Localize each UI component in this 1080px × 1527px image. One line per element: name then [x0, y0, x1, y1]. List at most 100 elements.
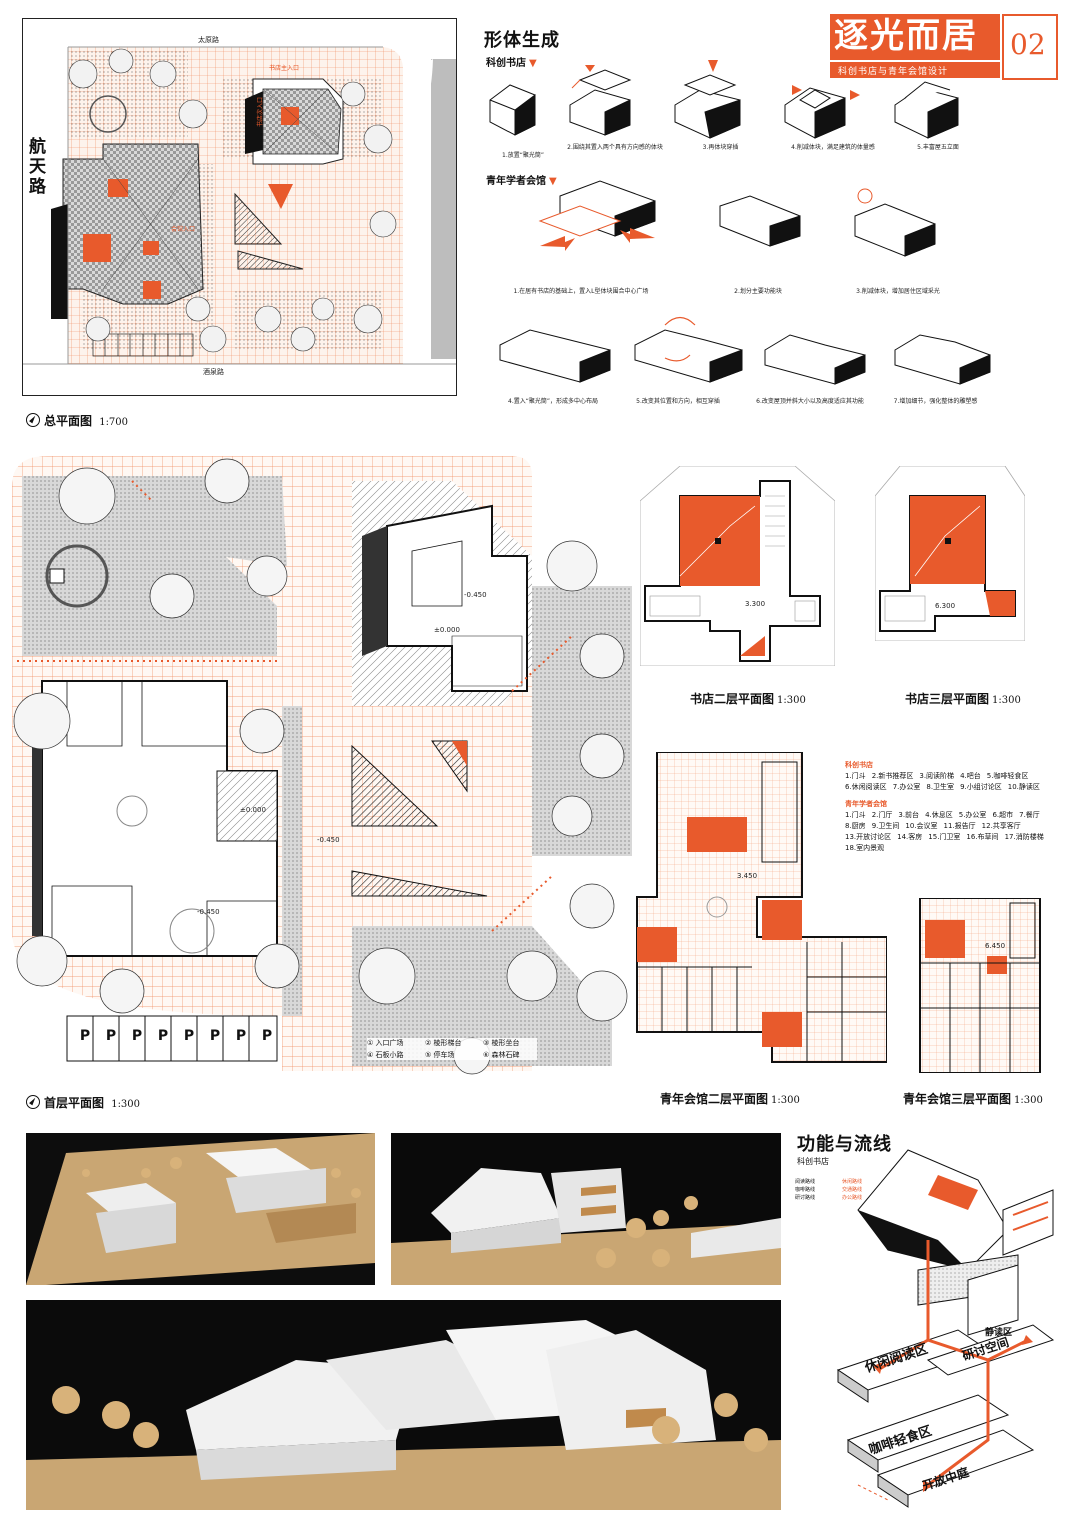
bookstore-form-label: 科创书店▼ — [486, 54, 537, 69]
flow-legend: 阅读路线 休闲路线 咖啡路线 交通路线 研讨路线 办公路线 — [795, 1178, 885, 1202]
gf-level-3: -0.450 — [317, 836, 340, 844]
legend-item: ⑥ 森林石碑 — [483, 1051, 520, 1059]
hall-step-5: 5.改变其位置和方向，相互穿插 — [636, 398, 720, 405]
bookstore-form-label-text: 科创书店 — [486, 58, 526, 69]
bookstore-step-2: 2.围绕其置入两个具有方向感的体块 — [567, 144, 663, 151]
function-flow-subtitle: 科创书店 — [797, 1157, 829, 1166]
legend-room: 9.卫生间 — [871, 822, 900, 830]
room-legend: 科创书店 1.门斗 2.新书推荐区 3.阅读阶梯 4.吧台 5.咖啡轻食区 6.… — [845, 760, 1055, 854]
parking-labels: P P P P P P P P — [72, 1028, 282, 1044]
hall-2f-caption-text: 青年会馆二层平面图 — [660, 1092, 769, 1106]
function-flow-axonometric — [836, 1149, 1055, 1508]
flow-legend-item: 咖啡路线 — [795, 1187, 816, 1193]
hall-legend-title: 青年学者会馆 — [845, 800, 887, 808]
parking-label: P — [183, 1028, 195, 1044]
road-bottom-label: 酒泉路 — [203, 368, 224, 376]
parking-label: P — [157, 1028, 169, 1044]
site-plan-scale: 1:700 — [99, 417, 129, 428]
page-number-box — [1002, 14, 1058, 80]
legend-item: ④ 石板小路 — [367, 1051, 404, 1059]
hall-form-diagrams-row2 — [499, 316, 991, 385]
site-plan-caption: 总平面图 1:700 — [26, 412, 128, 429]
site-plan-drawing — [23, 19, 456, 395]
legend-room: 13.开放讨论区 — [845, 833, 892, 841]
ground-floor-plan-panel: -0.450 ±0.000 -0.450 ±0.000 -0.450 P P P… — [12, 456, 632, 1081]
parking-label: P — [235, 1028, 247, 1044]
ground-floor-caption-text: 首层平面图 — [44, 1096, 105, 1110]
legend-room: 8.卫生室 — [926, 783, 955, 791]
bookstore-3f-scale: 1:300 — [992, 695, 1021, 706]
flow-legend-item: 休闲路线 — [842, 1179, 863, 1185]
model-photo-3-image — [26, 1300, 781, 1510]
legend-room: 10.静读区 — [1007, 783, 1040, 791]
legend-item: ⑤ 停车场 — [425, 1051, 455, 1059]
legend-room: 4.休息区 — [925, 811, 953, 819]
legend-room: 17.消防楼梯 — [1004, 833, 1044, 841]
page-number: 02 — [1010, 28, 1046, 61]
gf-level-5: -0.450 — [197, 908, 220, 916]
model-photo-1-image — [26, 1133, 375, 1285]
hall-entry-label: 会馆入口 — [171, 226, 196, 233]
hall-third-floor-plan — [919, 898, 1041, 1073]
north-arrow-icon — [26, 1095, 40, 1109]
legend-room: 14.客房 — [897, 833, 923, 841]
north-arrow-icon — [26, 413, 40, 427]
legend-room: 3.阅读阶梯 — [919, 772, 955, 780]
legend-room: 4.吧台 — [960, 772, 981, 780]
model-photo-2-image — [391, 1133, 781, 1285]
model-photo-1 — [26, 1133, 375, 1285]
bookstore-second-floor-plan — [640, 466, 835, 666]
bookstore-step-3: 3.再体块穿插 — [702, 144, 739, 151]
bookstore-legend-items: 1.门斗 2.新书推荐区 3.阅读阶梯 4.吧台 5.咖啡轻食区 6.休闲阅读区… — [845, 771, 1055, 793]
legend-item: ① 入口广场 — [367, 1039, 404, 1047]
hall-2f-level: 3.450 — [737, 872, 758, 880]
bookstore-steps-row: 1.放置“聚光筒” 2.围绕其置入两个具有方向感的体块 3.再体块穿插 4.削减… — [478, 144, 998, 160]
bookstore-2f-scale: 1:300 — [777, 695, 806, 706]
model-photo-2 — [391, 1133, 781, 1285]
bookstore-main-entry-label: 书店主入口 — [269, 65, 300, 72]
hall-second-floor-plan — [636, 752, 887, 1063]
legend-room: 7.办公室 — [892, 783, 921, 791]
gf-level-2: ±0.000 — [434, 626, 460, 634]
form-generation-title: 形体生成 — [484, 30, 560, 51]
road-top-label: 太原路 — [198, 36, 219, 44]
legend-room: 1.门斗 — [845, 772, 866, 780]
gf-level-1: -0.450 — [464, 591, 487, 599]
hall-3f-caption-text: 青年会馆三层平面图 — [903, 1092, 1012, 1106]
parking-label: P — [105, 1028, 117, 1044]
hall-step-1: 1.在居有书店的基础上，置入L型体块围合中心广场 — [513, 288, 649, 295]
legend-room: 10.会议室 — [905, 822, 938, 830]
legend-room: 5.办公室 — [958, 811, 987, 819]
hall-form-diagrams-row1 — [538, 180, 936, 257]
hall-form-label-text: 青年学者会馆 — [486, 176, 546, 187]
parking-label: P — [79, 1028, 91, 1044]
hall-step-3: 3.削减体块，增加居住区域采光 — [856, 288, 940, 295]
hall-3f-level: 6.450 — [985, 942, 1006, 950]
title-block: 逐光而居 02 科创书店与青年会馆设计 — [830, 14, 1060, 80]
flow-zone-label-1: 静读区 — [985, 1328, 1013, 1338]
subtitle-bar — [830, 62, 1000, 78]
legend-room: 2.门厅 — [871, 811, 893, 819]
hall-2f-scale: 1:300 — [771, 1095, 800, 1106]
main-title-box — [830, 14, 1000, 60]
legend-room: 5.咖啡轻食区 — [986, 772, 1029, 780]
bookstore-form-diagrams — [489, 60, 959, 139]
legend-room: 18.室内景观 — [845, 844, 885, 852]
legend-room: 7.餐厅 — [1019, 811, 1040, 819]
triangle-down-icon: ▼ — [529, 58, 537, 69]
parking-label: P — [209, 1028, 221, 1044]
bookstore-step-4: 4.削减体块，满足建筑的体量感 — [791, 144, 875, 151]
bookstore-3f-caption-text: 书店三层平面图 — [905, 692, 990, 706]
model-photo-3 — [26, 1300, 781, 1510]
main-title: 逐光而居 — [834, 16, 978, 56]
flow-legend-item: 交通路线 — [842, 1187, 863, 1193]
hall-steps-row1: 1.在居有书店的基础上，置入L型体块围合中心广场 2.划分主要功能块 3.削减体… — [478, 286, 998, 296]
hall-legend-items: 1.门斗 2.门厅 3.前台 4.休息区 5.办公室 6.超市 7.餐厅 8.厨… — [845, 810, 1055, 854]
subtitle: 科创书店与青年会馆设计 — [838, 67, 949, 77]
legend-room: 8.厨房 — [845, 822, 866, 830]
function-flow-title: 功能与流线 — [797, 1134, 892, 1155]
flow-legend-item: 阅读路线 — [795, 1179, 816, 1185]
